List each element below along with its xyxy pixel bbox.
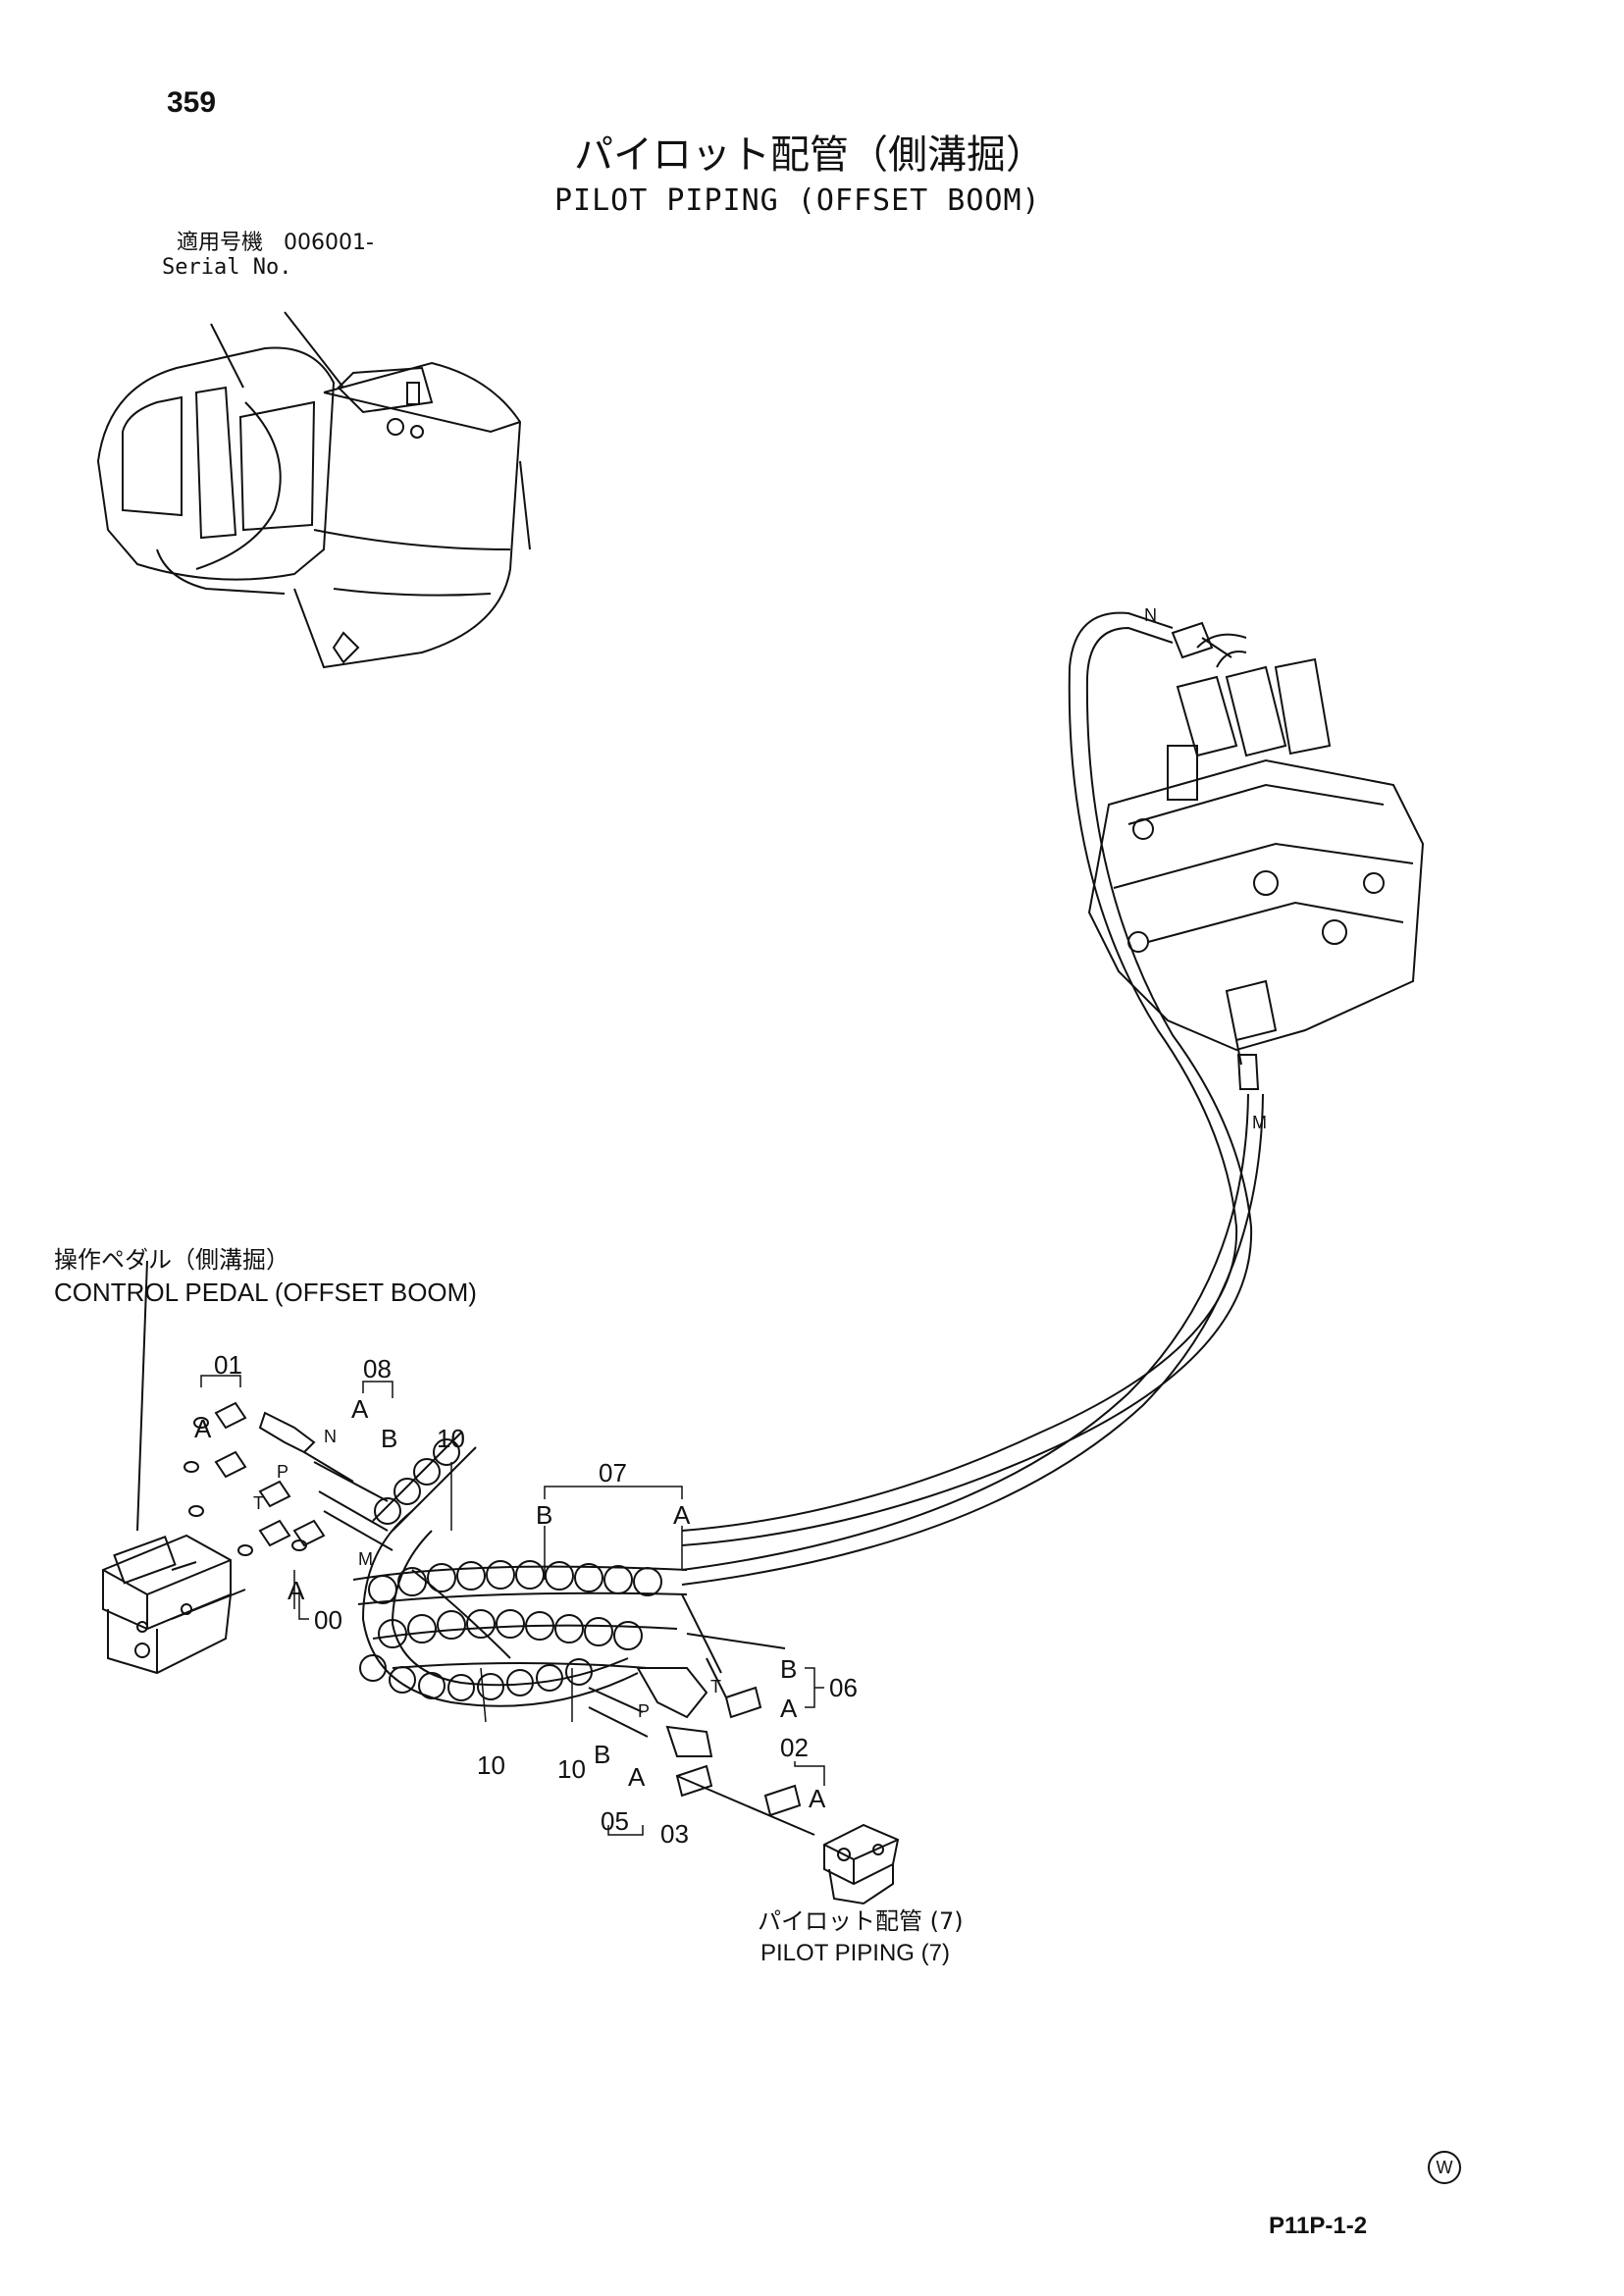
callout-00: 00 xyxy=(314,1605,342,1635)
port-label-a: A xyxy=(194,1414,212,1443)
callout-05: 05 xyxy=(601,1806,629,1836)
callout-01: 01 xyxy=(214,1350,242,1380)
control-pedal-unit xyxy=(102,1260,232,1675)
port-label-a: A xyxy=(780,1694,798,1723)
coil-rings xyxy=(359,1438,662,1701)
pilot-piping-ref-jp: パイロット配管 (7) xyxy=(758,1907,964,1935)
callout-10-right: 10 xyxy=(557,1754,586,1784)
valve-port-fittings xyxy=(1171,621,1260,1090)
excavator-overview xyxy=(96,311,531,669)
port-label-m-pedal: M xyxy=(358,1549,373,1569)
port-label-n-top: N xyxy=(1144,605,1157,625)
callout-10-upper: 10 xyxy=(437,1424,465,1453)
port-label-t-lower: T xyxy=(710,1677,721,1696)
port-label-p-lower: P xyxy=(638,1701,650,1721)
port-letters: N M A A B N P T M A B A B T A P B A A xyxy=(194,605,1267,1813)
port-label-t: T xyxy=(253,1493,264,1513)
pilot-piping-ref-en: PILOT PIPING (7) xyxy=(760,1940,950,1966)
corner-mark-icon: W xyxy=(1428,2151,1461,2184)
footer-code: P11P-1-2 xyxy=(1269,2213,1368,2239)
port-label-b: B xyxy=(381,1424,397,1453)
port-label-a: A xyxy=(351,1394,369,1424)
serial-value: 006001- xyxy=(284,231,374,255)
callout-08: 08 xyxy=(363,1354,392,1383)
lower-fittings xyxy=(588,1593,815,1836)
callout-07: 07 xyxy=(599,1458,627,1487)
port-label-b: B xyxy=(780,1654,797,1684)
serial-label-en: Serial No. xyxy=(162,255,292,280)
port-label-a-lower: A xyxy=(288,1576,305,1605)
callout-02: 02 xyxy=(780,1733,809,1762)
callout-06: 06 xyxy=(829,1673,858,1702)
title-japanese: パイロット配管（側溝掘） xyxy=(574,132,1045,178)
coiled-protector xyxy=(352,1432,688,1707)
port-label-a-valve: A xyxy=(809,1784,826,1813)
port-label-n: N xyxy=(324,1427,337,1446)
port-label-m: M xyxy=(1252,1113,1267,1132)
callout-10-left: 10 xyxy=(477,1750,505,1780)
title-english: PILOT PIPING (OFFSET BOOM) xyxy=(554,183,1041,218)
callout-numbers: 01 08 10 07 00 06 02 10 10 05 03 xyxy=(214,1350,858,1849)
control-pedal-label-en: CONTROL PEDAL (OFFSET BOOM) xyxy=(54,1278,477,1307)
port-label-a: A xyxy=(673,1500,691,1530)
port-label-a: A xyxy=(628,1762,646,1792)
control-valve-block xyxy=(1087,633,1425,1066)
port-label-b: B xyxy=(536,1500,552,1530)
port-label-b: B xyxy=(594,1740,610,1769)
page-number: 359 xyxy=(167,86,217,119)
control-pedal-label-jp: 操作ペダル（側溝掘） xyxy=(54,1246,289,1274)
pilot-valve-small xyxy=(823,1823,900,1905)
callout-lines xyxy=(200,1375,825,1836)
pilot-hoses xyxy=(681,611,1264,1586)
port-label-p: P xyxy=(277,1462,288,1482)
pedal-fittings xyxy=(171,1401,393,1620)
serial-label-jp: 適用号機 xyxy=(177,231,264,255)
callout-03: 03 xyxy=(660,1819,689,1849)
serial-label: 適用号機 006001- xyxy=(177,233,374,254)
